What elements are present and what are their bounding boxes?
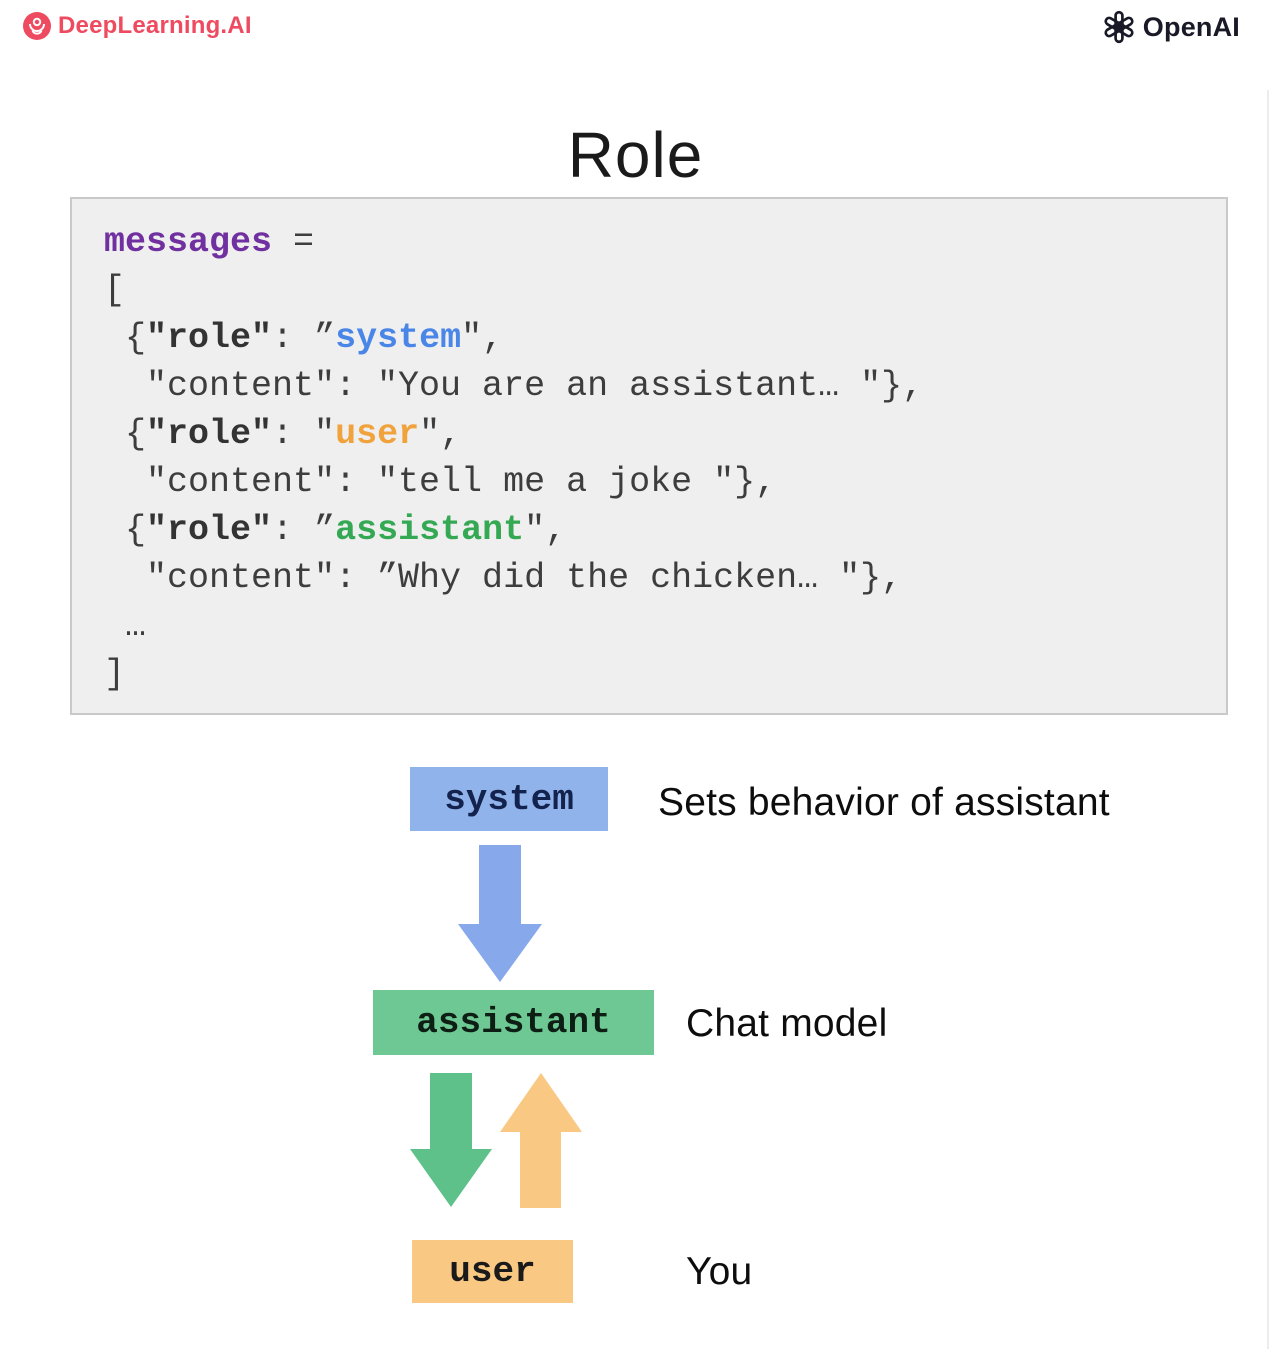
deeplearning-logo-icon [23,12,51,40]
assistant-node-label: assistant [416,1002,611,1043]
assistant-node: assistant [373,990,654,1055]
code-line: messages = [104,222,315,262]
code-line: "content": ”Why did the chicken… "}, [104,558,903,598]
user-node-label: user [449,1251,536,1292]
openai-logo-text: OpenAI [1142,11,1240,42]
code-line: {"role": ”assistant", [104,510,567,550]
code-line: … [104,606,147,646]
code-line: [ [104,270,126,310]
deeplearning-logo: DeepLearning.AI [22,11,252,41]
code-line: "content": "tell me a joke "}, [104,462,777,502]
openai-logo: OpenAI [1102,10,1240,44]
arrow-user-to-assistant [500,1073,582,1208]
user-node-description: You [686,1250,753,1293]
code-line: "content": "You are an assistant… "}, [104,366,924,406]
user-node: user [412,1240,573,1303]
arrow-assistant-to-user [410,1073,492,1207]
system-node-description: Sets behavior of assistant [658,781,1110,824]
system-node-label: system [444,778,574,820]
code-line: {"role": ”system", [104,318,504,358]
assistant-node-description: Chat model [686,1002,888,1045]
arrow-system-to-assistant [458,845,542,982]
page-title: Role [567,119,704,191]
code-content: messages = [ {"role": ”system", "content"… [104,218,1226,698]
code-line: {"role": "user", [104,414,462,454]
deeplearning-logo-text: DeepLearning.AI [58,12,252,39]
system-node: system [410,767,608,831]
right-edge-line [1267,90,1269,1349]
code-line: ] [104,654,126,694]
code-block: messages = [ {"role": ”system", "content"… [70,197,1228,715]
openai-logo-icon [1104,10,1134,44]
